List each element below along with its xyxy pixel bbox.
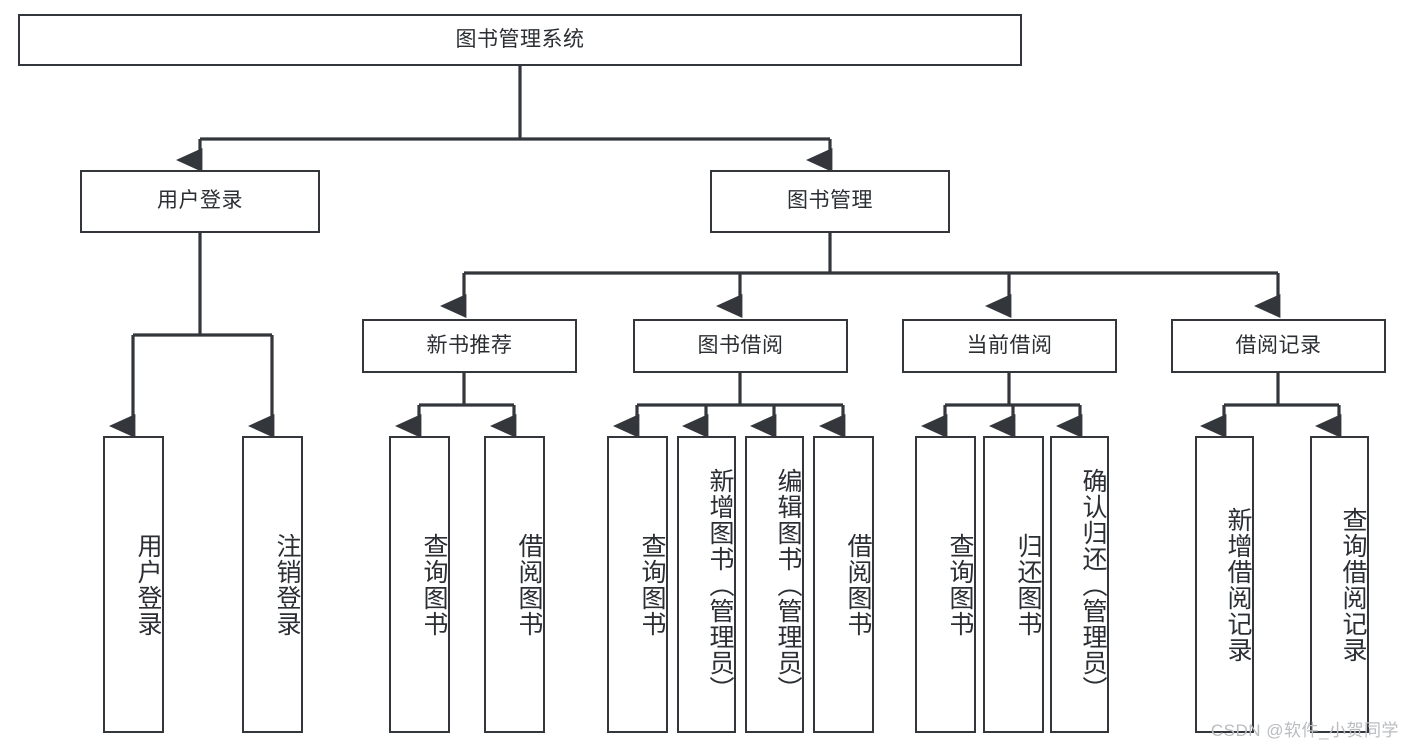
node-borrow-records[interactable]: 借阅记录	[1171, 319, 1386, 373]
leaf-records-add[interactable]: 新增借阅记录	[1195, 436, 1254, 733]
watermark: CSDN @软件_小贺同学	[1210, 721, 1399, 740]
leaf-new-borrow-book[interactable]: 借阅图书	[484, 436, 545, 733]
leaf-borrow-add-book-label: 新增图书（管理员）	[706, 467, 734, 702]
leaf-borrow-query-book-label: 查询图书	[638, 532, 666, 637]
node-new-book-recommend-label: 新书推荐	[426, 333, 513, 357]
leaf-borrow-lend-book-label: 借阅图书	[844, 532, 872, 637]
node-user-login-label: 用户登录	[157, 189, 243, 213]
node-root-label: 图书管理系统	[455, 27, 585, 51]
leaf-new-query-book-label: 查询图书	[420, 532, 448, 637]
leaf-current-query-book-label: 查询图书	[946, 532, 974, 637]
leaf-user-login[interactable]: 用户登录	[103, 436, 164, 733]
leaf-records-query[interactable]: 查询借阅记录	[1310, 436, 1369, 733]
leaf-borrow-add-book[interactable]: 新增图书（管理员）	[677, 436, 736, 733]
leaf-records-add-label: 新增借阅记录	[1224, 506, 1252, 663]
leaf-current-return-book-label: 归还图书	[1014, 532, 1042, 637]
leaf-current-confirm-return-label: 确认归还（管理员）	[1079, 467, 1107, 702]
leaf-current-query-book[interactable]: 查询图书	[915, 436, 976, 733]
node-book-management-label: 图书管理	[787, 189, 873, 213]
node-current-borrow[interactable]: 当前借阅	[902, 319, 1117, 373]
leaf-user-login-label: 用户登录	[134, 532, 162, 637]
node-user-login[interactable]: 用户登录	[80, 170, 320, 233]
leaf-borrow-edit-book-label: 编辑图书（管理员）	[774, 467, 802, 702]
leaf-user-logout[interactable]: 注销登录	[242, 436, 303, 733]
node-current-borrow-label: 当前借阅	[966, 333, 1053, 357]
leaf-current-confirm-return[interactable]: 确认归还（管理员）	[1050, 436, 1109, 733]
node-book-management[interactable]: 图书管理	[710, 170, 950, 233]
leaf-borrow-lend-book[interactable]: 借阅图书	[813, 436, 874, 733]
node-root[interactable]: 图书管理系统	[18, 14, 1022, 66]
leaf-records-query-label: 查询借阅记录	[1339, 506, 1367, 663]
node-new-book-recommend[interactable]: 新书推荐	[362, 319, 577, 373]
leaf-current-return-book[interactable]: 归还图书	[983, 436, 1044, 733]
leaf-borrow-query-book[interactable]: 查询图书	[607, 436, 668, 733]
node-borrow-records-label: 借阅记录	[1235, 333, 1322, 357]
leaf-borrow-edit-book[interactable]: 编辑图书（管理员）	[745, 436, 804, 733]
node-book-borrow[interactable]: 图书借阅	[633, 319, 848, 373]
leaf-new-query-book[interactable]: 查询图书	[389, 436, 450, 733]
leaf-user-logout-label: 注销登录	[273, 532, 301, 637]
leaf-new-borrow-book-label: 借阅图书	[515, 532, 543, 637]
node-book-borrow-label: 图书借阅	[697, 333, 784, 357]
